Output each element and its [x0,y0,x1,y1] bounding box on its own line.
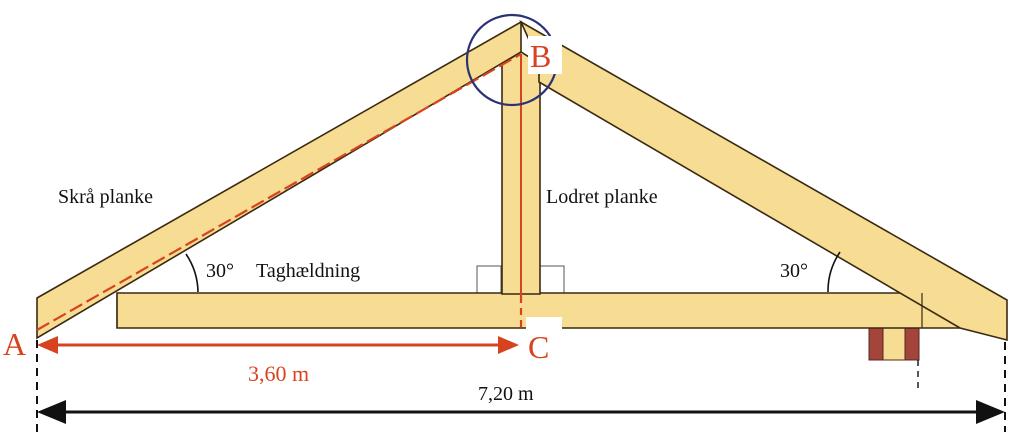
label-skra-planke: Skrå planke [58,186,153,208]
full-span-label: 7,20 m [478,383,534,405]
label-lodret-planke: Lodret planke [546,186,658,208]
full-span-arrow [37,400,1005,424]
dashed-line-ab [36,53,522,331]
left-rafter [36,20,522,340]
angle-arc-right [827,251,841,293]
label-angle-left: 30° [206,260,234,282]
angle-arc-left [185,253,199,293]
half-span-arrow [37,336,519,354]
label-taghaeldning: Taghældning [256,260,360,282]
base-block-right [539,265,565,295]
point-c-label: C [528,329,549,365]
half-span-label: 3,60 m [248,361,309,386]
base-block-left [476,265,502,295]
point-a-label: A [3,326,26,362]
point-b-label: B [530,38,551,74]
brick-support [868,326,920,361]
label-angle-right: 30° [780,260,808,282]
